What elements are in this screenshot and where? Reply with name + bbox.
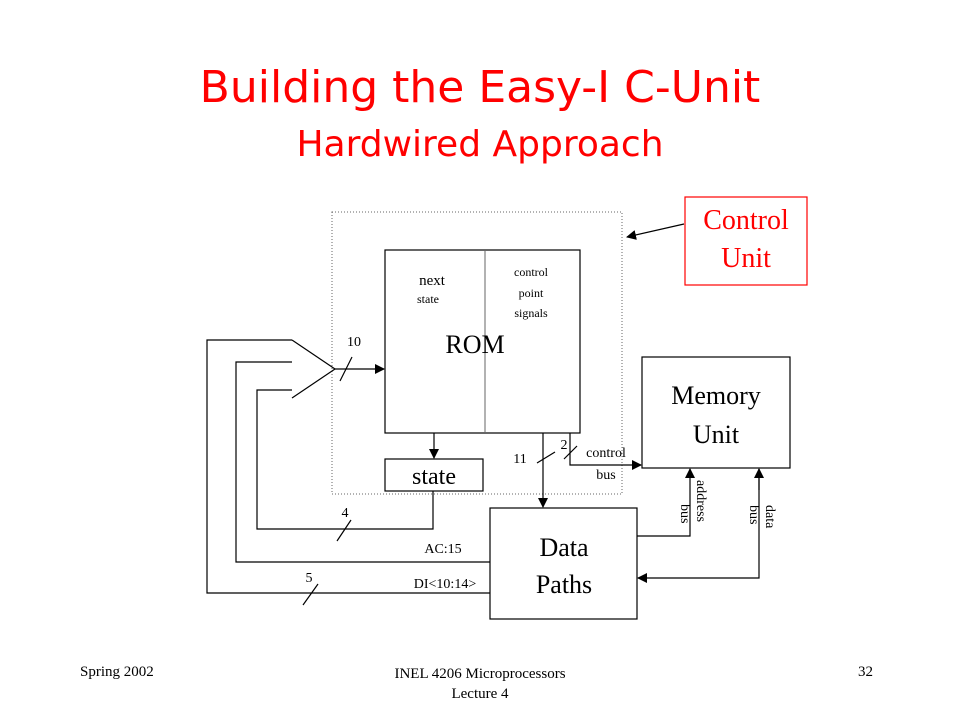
ac-label: AC:15 xyxy=(424,542,461,557)
rom-state-label: state xyxy=(417,292,439,306)
memory-unit-line1: Memory xyxy=(671,381,761,410)
memory-unit-box xyxy=(641,356,791,469)
data-bus-wire xyxy=(637,469,760,583)
di-wire xyxy=(206,339,490,594)
data-paths-line2: Paths xyxy=(536,570,592,599)
footer-date: Spring 2002 xyxy=(80,664,154,680)
bits-5-label: 5 xyxy=(306,571,313,586)
callout-arrow xyxy=(626,223,685,240)
funnel-line-bottom xyxy=(291,368,336,399)
control-unit-callout-box xyxy=(684,196,808,286)
address-bus-wire xyxy=(637,468,695,537)
rom-box xyxy=(384,249,581,434)
data-bus-label-line1: data xyxy=(762,505,777,529)
rom-signals-label: signals xyxy=(514,306,548,320)
bits-10-tick xyxy=(339,356,353,382)
address-bus-label-line1: address xyxy=(693,480,708,522)
slide-subtitle: Hardwired Approach xyxy=(296,124,664,165)
control-unit-label-line2: Unit xyxy=(721,243,771,274)
control-bus-label-line1: control xyxy=(586,446,626,461)
footer-course: INEL 4206 Microprocessors Lecture 4 xyxy=(330,664,630,704)
bits-11-tick xyxy=(536,451,556,464)
control-unit-label-line1: Control xyxy=(703,205,789,236)
footer-course-line2: Lecture 4 xyxy=(451,686,509,702)
bits-5-tick xyxy=(302,583,319,606)
control-bus-label-line2: bus xyxy=(596,468,615,483)
rom-point-label: point xyxy=(519,286,544,300)
rom-label: ROM xyxy=(445,330,504,359)
bits-4-label: 4 xyxy=(342,506,349,521)
data-paths-line1: Data xyxy=(539,533,589,562)
funnel-line-top xyxy=(291,339,336,370)
control-bus-wire xyxy=(569,433,642,470)
rom-control-label: control xyxy=(514,265,549,279)
bits-2-label: 2 xyxy=(561,438,568,453)
di-label: DI<10:14> xyxy=(414,577,477,592)
bits-11-label: 11 xyxy=(513,452,526,467)
bits-4-tick xyxy=(336,519,352,542)
footer-course-line1: INEL 4206 Microprocessors xyxy=(394,666,566,682)
memory-unit-line2: Unit xyxy=(693,420,740,449)
data-bus-label-line2: bus xyxy=(746,505,761,524)
state-register-box xyxy=(384,458,484,492)
state-feedback-wire xyxy=(256,389,434,530)
ac-wire xyxy=(235,361,490,563)
rom-next-label: next xyxy=(419,273,446,289)
bits-10-label: 10 xyxy=(347,335,361,350)
control-unit-boundary xyxy=(331,211,623,495)
state-register-label: state xyxy=(412,464,456,490)
footer-page-number: 32 xyxy=(858,664,873,680)
slide-title: Building the Easy-I C-Unit xyxy=(199,62,761,113)
data-paths-box xyxy=(489,507,638,620)
bits-2-tick xyxy=(563,445,578,460)
address-bus-label-line2: bus xyxy=(677,504,692,523)
